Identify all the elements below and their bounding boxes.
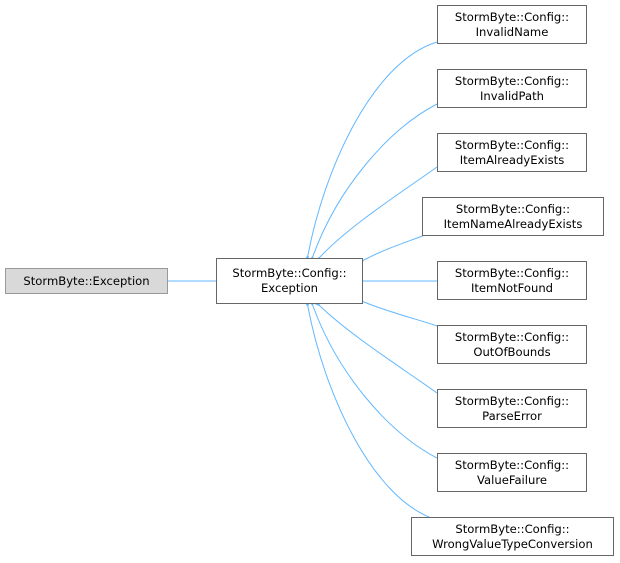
inheritance-edge-wrongvaluetypeconversion bbox=[300, 293, 438, 521]
derived-class-name: ItemNotFound bbox=[470, 280, 554, 295]
derived-namespace: StormByte::Config:: bbox=[454, 137, 570, 152]
derived-namespace: StormByte::Config:: bbox=[454, 9, 570, 24]
derived-class-name: InvalidName bbox=[475, 24, 549, 39]
derived-class-name: ValueFailure bbox=[477, 472, 547, 487]
derived-node-invalidname[interactable]: StormByte::Config:: InvalidName bbox=[437, 5, 587, 44]
derived-class-name: ItemAlreadyExists bbox=[459, 152, 565, 167]
inheritance-edge-invalidname bbox=[300, 41, 438, 269]
inheritance-edges bbox=[156, 41, 438, 521]
derived-namespace: StormByte::Config:: bbox=[454, 329, 570, 344]
derived-namespace: StormByte::Config:: bbox=[454, 393, 570, 408]
inheritance-edge-parseerror bbox=[307, 293, 438, 394]
derived-node-wrongvaluetypeconversion[interactable]: StormByte::Config:: WrongValueTypeConver… bbox=[411, 517, 614, 556]
derived-node-itemalreadyexists[interactable]: StormByte::Config:: ItemAlreadyExists bbox=[437, 133, 587, 172]
derived-node-itemnamealreadyexists[interactable]: StormByte::Config:: ItemNameAlreadyExist… bbox=[422, 197, 604, 236]
inheritance-edge-invalidpath bbox=[303, 103, 438, 270]
derived-node-outofbounds[interactable]: StormByte::Config:: OutOfBounds bbox=[437, 325, 587, 364]
derived-namespace: StormByte::Config:: bbox=[454, 457, 570, 472]
derived-class-name: ParseError bbox=[482, 408, 542, 423]
derived-node-parseerror[interactable]: StormByte::Config:: ParseError bbox=[437, 389, 587, 428]
derived-namespace: StormByte::Config:: bbox=[455, 201, 571, 216]
derived-class-name: ItemNameAlreadyExists bbox=[443, 216, 583, 231]
inheritance-edge-outofbounds bbox=[350, 292, 438, 327]
derived-node-invalidpath[interactable]: StormByte::Config:: InvalidPath bbox=[437, 69, 587, 108]
derived-class-name: InvalidPath bbox=[479, 88, 544, 103]
derived-namespace: StormByte::Config:: bbox=[454, 73, 570, 88]
base-class-node[interactable]: StormByte::Exception bbox=[5, 268, 168, 294]
derived-namespace: StormByte::Config:: bbox=[455, 521, 570, 536]
base-class-label: StormByte::Exception bbox=[23, 273, 150, 288]
inheritance-edge-itemalreadyexists bbox=[307, 166, 438, 270]
derived-node-valuefailure[interactable]: StormByte::Config:: ValueFailure bbox=[437, 453, 587, 492]
derived-node-itemnotfound[interactable]: StormByte::Config:: ItemNotFound bbox=[437, 261, 587, 300]
derived-class-name: WrongValueTypeConversion bbox=[432, 536, 593, 551]
derived-namespace: StormByte::Config:: bbox=[454, 265, 570, 280]
center-class-node[interactable]: StormByte::Config:: Exception bbox=[216, 258, 363, 304]
inheritance-edge-valuefailure bbox=[303, 292, 438, 459]
derived-class-name: OutOfBounds bbox=[473, 344, 551, 359]
center-class-name: Exception bbox=[260, 281, 319, 295]
center-class-namespace: StormByte::Config:: bbox=[232, 266, 347, 280]
